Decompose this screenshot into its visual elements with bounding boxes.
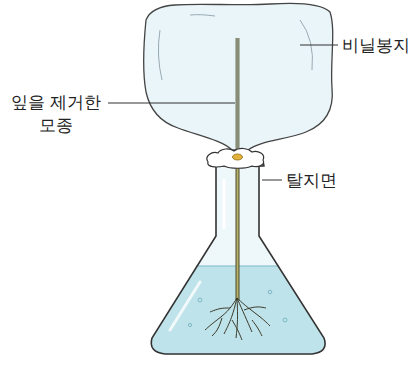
bag-creases bbox=[158, 15, 312, 80]
leader-line bbox=[262, 180, 282, 181]
leader-line bbox=[108, 103, 235, 104]
root bbox=[244, 307, 266, 310]
glass-highlight bbox=[170, 282, 200, 330]
roots bbox=[205, 298, 270, 340]
label: 비닐봉지 bbox=[342, 34, 410, 57]
root bbox=[236, 298, 238, 338]
root bbox=[210, 308, 230, 312]
seedling-stem bbox=[236, 38, 240, 150]
plastic-bag bbox=[144, 3, 333, 150]
root bbox=[224, 298, 237, 334]
label: 탈지면 bbox=[286, 169, 337, 192]
label: 잎을 제거한 모종 bbox=[4, 91, 108, 137]
cotton-plug bbox=[207, 148, 264, 168]
glass-highlight bbox=[223, 180, 226, 228]
stem-base bbox=[233, 154, 243, 160]
root bbox=[237, 298, 252, 332]
root bbox=[232, 320, 242, 340]
bubbles bbox=[188, 290, 287, 326]
seedling-stem bbox=[236, 38, 240, 300]
leader-line bbox=[300, 45, 338, 46]
root bbox=[212, 318, 222, 336]
water bbox=[140, 266, 340, 361]
root bbox=[252, 320, 262, 336]
seedling-stem bbox=[237, 38, 239, 300]
